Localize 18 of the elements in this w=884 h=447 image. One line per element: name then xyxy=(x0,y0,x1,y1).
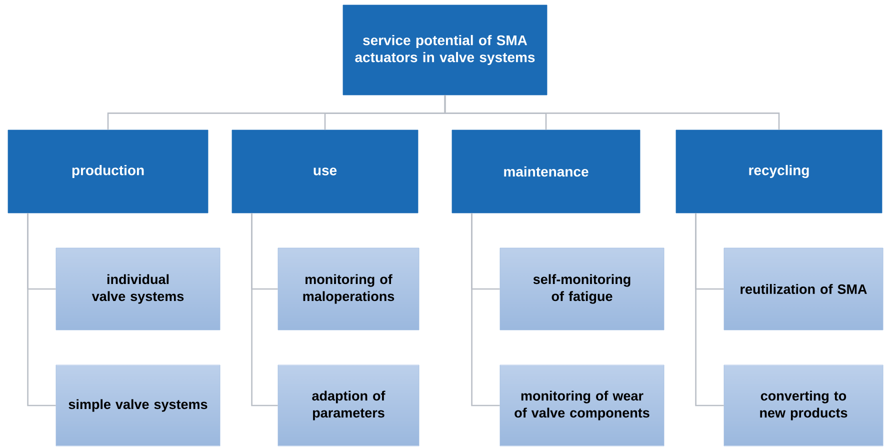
item-box: self-monitoring of fatigue xyxy=(500,248,664,330)
connector-line xyxy=(695,213,724,406)
item-box: converting to new products xyxy=(724,364,884,446)
item-box: reutilization of SMA xyxy=(724,248,884,330)
category-box: recycling xyxy=(676,130,882,214)
connector-line xyxy=(27,213,56,406)
item-box: monitoring of maloperations xyxy=(278,248,420,330)
category-box: production xyxy=(8,130,208,214)
connector-line xyxy=(444,95,780,130)
item-box: simple valve systems xyxy=(56,364,220,446)
category-box: maintenance xyxy=(452,130,640,214)
item-box: individual valve systems xyxy=(56,248,220,330)
category-box: use xyxy=(232,130,418,214)
category-box: service potential of SMA actuators in valve systems xyxy=(342,4,548,96)
connector-line xyxy=(251,213,278,406)
connector-line xyxy=(471,213,500,406)
item-box: adaption of parameters xyxy=(278,364,420,446)
item-box: monitoring of wear of valve components xyxy=(500,364,664,446)
